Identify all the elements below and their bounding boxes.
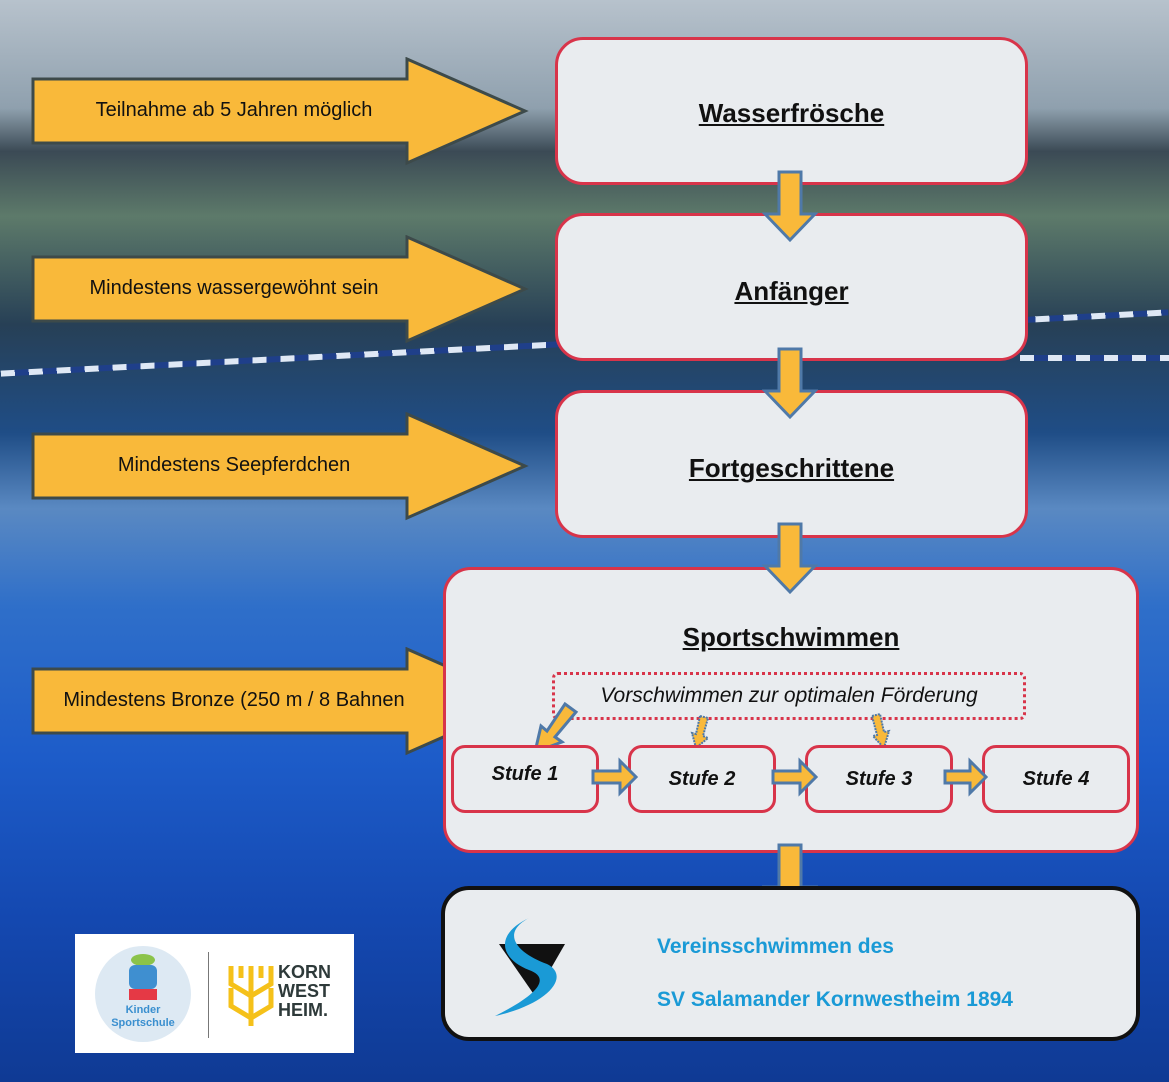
level-title: Anfänger (734, 276, 849, 306)
level-title: Wasserfrösche (698, 98, 885, 128)
frog-head-icon (131, 954, 155, 966)
level-title: Fortgeschrittene (688, 453, 895, 483)
club-line-2: SV Salamander Kornwestheim 1894 (657, 988, 1013, 1011)
level-title: Sportschwimmen (682, 622, 900, 652)
stage-1: Stufe 1 (451, 745, 599, 813)
lane-rope (1020, 355, 1169, 361)
stage-2: Stufe 2 (628, 745, 776, 813)
frog-shorts-icon (129, 989, 157, 1000)
stage-3: Stufe 3 (805, 745, 953, 813)
wheat-icon (228, 966, 274, 1026)
level-box-wasserfroesche: Wasserfrösche (555, 37, 1028, 185)
down-arrow (762, 347, 818, 420)
club-box: Vereinsschwimmen des SV Salamander Kornw… (441, 886, 1140, 1041)
kinder-sportschule-logo: Kinder Sportschule (95, 946, 191, 1042)
requirement-text: Mindestens wassergewöhnt sein (89, 277, 379, 299)
down-arrow (762, 522, 818, 595)
promotion-note: Vorschwimmen zur optimalen Förderung (552, 672, 1026, 720)
requirement-text: Mindestens Seepferdchen (117, 454, 351, 476)
stage-4: Stufe 4 (982, 745, 1130, 813)
promotion-arrows (532, 701, 891, 755)
level-box-fortgeschrittene: Fortgeschrittene (555, 390, 1028, 538)
logo-divider (208, 952, 209, 1038)
salamander-logo (495, 918, 565, 1016)
frog-icon (129, 965, 157, 989)
requirement-text: Teilnahme ab 5 Jahren möglich (95, 99, 373, 121)
club-line-1: Vereinsschwimmen des (657, 935, 894, 958)
down-arrow (762, 170, 818, 243)
logo-text: Kinder Sportschule (111, 1004, 175, 1029)
level-box-anfaenger: Anfänger (555, 213, 1028, 361)
stage-arrows (591, 757, 989, 797)
requirement-text: Mindestens Bronze (250 m / 8 Bahnen (63, 689, 405, 711)
